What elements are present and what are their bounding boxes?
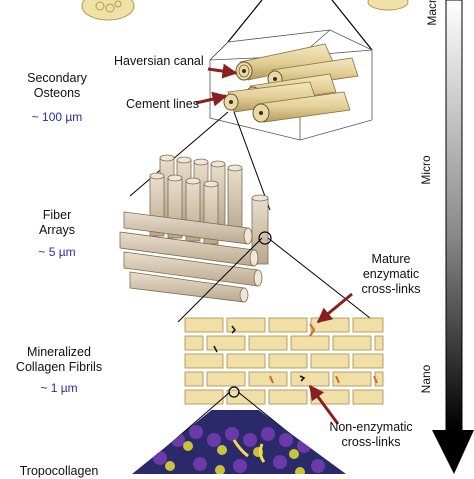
osteon-cylinder — [252, 91, 351, 123]
cement-lines-label: Cement lines — [126, 97, 199, 111]
scale-value: ~ 1 µm — [40, 381, 78, 395]
mature-crosslink-marks — [269, 323, 378, 384]
level-label-line: Collagen Fibrils — [15, 360, 103, 374]
zoom-line — [331, 0, 373, 51]
scale-value: ~ 5 µm — [38, 245, 76, 259]
top-bone-fragment-right — [367, 0, 409, 11]
zoom-line — [227, 0, 263, 43]
nonenzymatic-crosslinks-label: Non-enzymatic cross-links — [326, 420, 416, 450]
level-label-line: Fiber — [42, 208, 72, 222]
level-label-line: Secondary — [27, 71, 87, 85]
collagen-fibril-array — [184, 317, 384, 405]
mature-crosslinks-line: enzymatic — [362, 267, 420, 281]
nonenzymatic-crosslinks-line: Non-enzymatic — [329, 420, 413, 434]
tropocollagen-view — [132, 410, 346, 474]
zoom-circle — [228, 386, 240, 398]
scale-axis — [432, 0, 474, 474]
nonenzymatic-crosslinks-line: cross-links — [341, 435, 401, 449]
level-label-fiber-arrays: Fiber Arrays — [12, 208, 102, 238]
osteon-cylinder — [223, 81, 317, 113]
non-enzymatic-crosslink-marks — [213, 325, 306, 382]
scale-axis-macro-label: Macro — [425, 0, 439, 26]
mature-crosslinks-line: cross-links — [361, 282, 421, 296]
scale-axis-micro-label: Micro — [419, 155, 433, 185]
level-label-secondary-osteons: Secondary Osteons — [12, 71, 102, 101]
mature-crosslinks-line: Mature — [371, 252, 411, 266]
level-label-line: Tropocollagen — [19, 464, 99, 478]
zoom-line — [233, 111, 271, 211]
scale-value: ~ 100 µm — [31, 110, 83, 124]
mature-crosslinks-arrow — [316, 292, 353, 324]
haversian-canal-arrow — [207, 63, 238, 79]
top-bone-fragment-left — [81, 0, 135, 21]
nonenzymatic-crosslinks-arrow — [308, 384, 340, 425]
haversian-canal-label: Haversian canal — [114, 54, 204, 68]
zoom-line — [177, 237, 263, 323]
zoom-circle — [258, 231, 272, 245]
level-label-line: Arrays — [38, 223, 76, 237]
level-label-tropocollagen: Tropocollagen — [4, 464, 114, 479]
fiber-array — [119, 154, 269, 303]
level-label-mineralized-collagen-fibrils: Mineralized Collagen Fibrils — [4, 345, 114, 375]
zoom-line — [129, 111, 229, 197]
level-label-line: Mineralized — [27, 345, 91, 359]
level-label-line: Osteons — [33, 86, 81, 100]
osteon-cylinder — [235, 43, 334, 81]
zoom-line — [267, 237, 371, 319]
scale-axis-nano-label: Nano — [419, 364, 433, 394]
cement-lines-arrow — [195, 91, 228, 107]
osteon-bundle — [209, 29, 373, 141]
mature-crosslinks-label: Mature enzymatic cross-links — [356, 252, 426, 297]
